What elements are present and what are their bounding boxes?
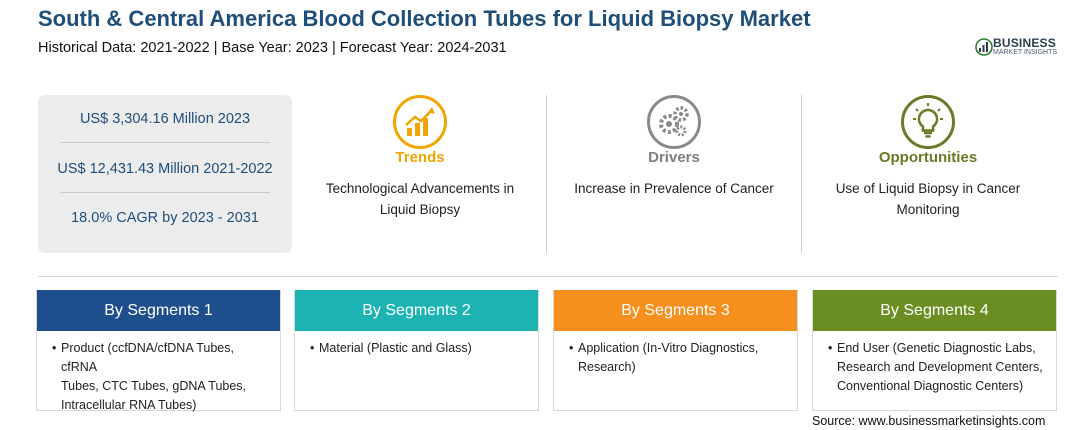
segment-card-3: By Segments 3 • Application (In-Vitro Di… bbox=[553, 290, 798, 411]
market-stats-panel: US$ 3,304.16 Million 2023 US$ 12,431.43 … bbox=[38, 95, 292, 253]
market-cagr: 18.0% CAGR by 2023 - 2031 bbox=[71, 210, 259, 226]
trending-chart-icon bbox=[393, 95, 447, 149]
company-logo: BUSINESS MARKET INSIGHTS bbox=[975, 36, 1065, 60]
trends-text-line: Technological Advancements in bbox=[325, 181, 515, 196]
opportunities-text: Use of Liquid Biopsy in Cancer Monitorin… bbox=[810, 178, 1046, 220]
segment-2-line: Material (Plastic and Glass) bbox=[319, 341, 472, 355]
section-divider bbox=[38, 276, 1058, 277]
opportunities-title: Opportunities bbox=[878, 149, 978, 166]
segment-1-line: Product (ccfDNA/cfDNA Tubes, cfRNA bbox=[61, 341, 234, 374]
segment-1-line: Tubes, CTC Tubes, gDNA Tubes, bbox=[61, 379, 247, 393]
drivers-text: Increase in Prevalence of Cancer bbox=[556, 178, 792, 199]
segment-4-line: End User (Genetic Diagnostic Labs, bbox=[837, 341, 1036, 355]
gears-icon bbox=[647, 95, 701, 149]
segment-1-line: Intracellular RNA Tubes) bbox=[61, 398, 197, 412]
opportunities-text-line: Use of Liquid Biopsy in Cancer bbox=[835, 181, 1021, 196]
page-subtitle: Historical Data: 2021-2022 | Base Year: … bbox=[38, 40, 507, 56]
source-note: Source: www.businessmarketinsights.com bbox=[812, 414, 1046, 428]
segment-2-header: By Segments 2 bbox=[295, 290, 538, 331]
segment-card-2: By Segments 2 • Material (Plastic and Gl… bbox=[294, 290, 539, 411]
segment-4-header: By Segments 4 bbox=[813, 290, 1056, 331]
segment-1-header: By Segments 1 bbox=[37, 290, 280, 331]
segment-3-line: Research) bbox=[578, 360, 636, 374]
feature-divider bbox=[801, 95, 802, 253]
segment-3-line: Application (In-Vitro Diagnostics, bbox=[578, 341, 759, 355]
bullet: • bbox=[52, 341, 57, 355]
logo-brand: BUSINESS bbox=[993, 36, 1056, 50]
segment-4-line: Research and Development Centers, bbox=[837, 360, 1043, 374]
drivers-text-line: Increase in Prevalence of Cancer bbox=[574, 181, 774, 196]
feature-divider bbox=[546, 95, 547, 253]
bullet: • bbox=[310, 341, 315, 355]
trends-text: Technological Advancements in Liquid Bio… bbox=[302, 178, 538, 220]
logo-tagline: MARKET INSIGHTS bbox=[993, 49, 1058, 56]
segment-card-4: By Segments 4 • End User (Genetic Diagno… bbox=[812, 290, 1057, 411]
logo-globe-icon bbox=[975, 38, 993, 56]
stat-divider bbox=[60, 192, 270, 193]
drivers-title: Drivers bbox=[648, 149, 700, 166]
trends-text-line: Liquid Biopsy bbox=[379, 202, 461, 217]
opportunities-text-line: Monitoring bbox=[896, 202, 960, 217]
segment-card-1: By Segments 1 • Product (ccfDNA/cfDNA Tu… bbox=[36, 290, 281, 412]
lightbulb-icon bbox=[901, 95, 955, 149]
stat-divider bbox=[60, 142, 270, 143]
market-value-2023: US$ 3,304.16 Million 2023 bbox=[79, 111, 251, 127]
bullet: • bbox=[828, 341, 833, 355]
segment-2-body: • Material (Plastic and Glass) bbox=[295, 331, 538, 358]
bullet: • bbox=[569, 341, 574, 355]
trends-title: Trends bbox=[395, 149, 445, 166]
market-value-historical: US$ 12,431.43 Million 2021-2022 bbox=[57, 161, 273, 177]
segment-4-line: Conventional Diagnostic Centers) bbox=[837, 379, 1024, 393]
page-title: South & Central America Blood Collection… bbox=[38, 6, 811, 31]
segment-1-body: • Product (ccfDNA/cfDNA Tubes, cfRNA Tub… bbox=[37, 331, 280, 415]
segment-4-body: • End User (Genetic Diagnostic Labs, Res… bbox=[813, 331, 1056, 396]
segment-3-header: By Segments 3 bbox=[554, 290, 797, 331]
segment-3-body: • Application (In-Vitro Diagnostics, Res… bbox=[554, 331, 797, 377]
